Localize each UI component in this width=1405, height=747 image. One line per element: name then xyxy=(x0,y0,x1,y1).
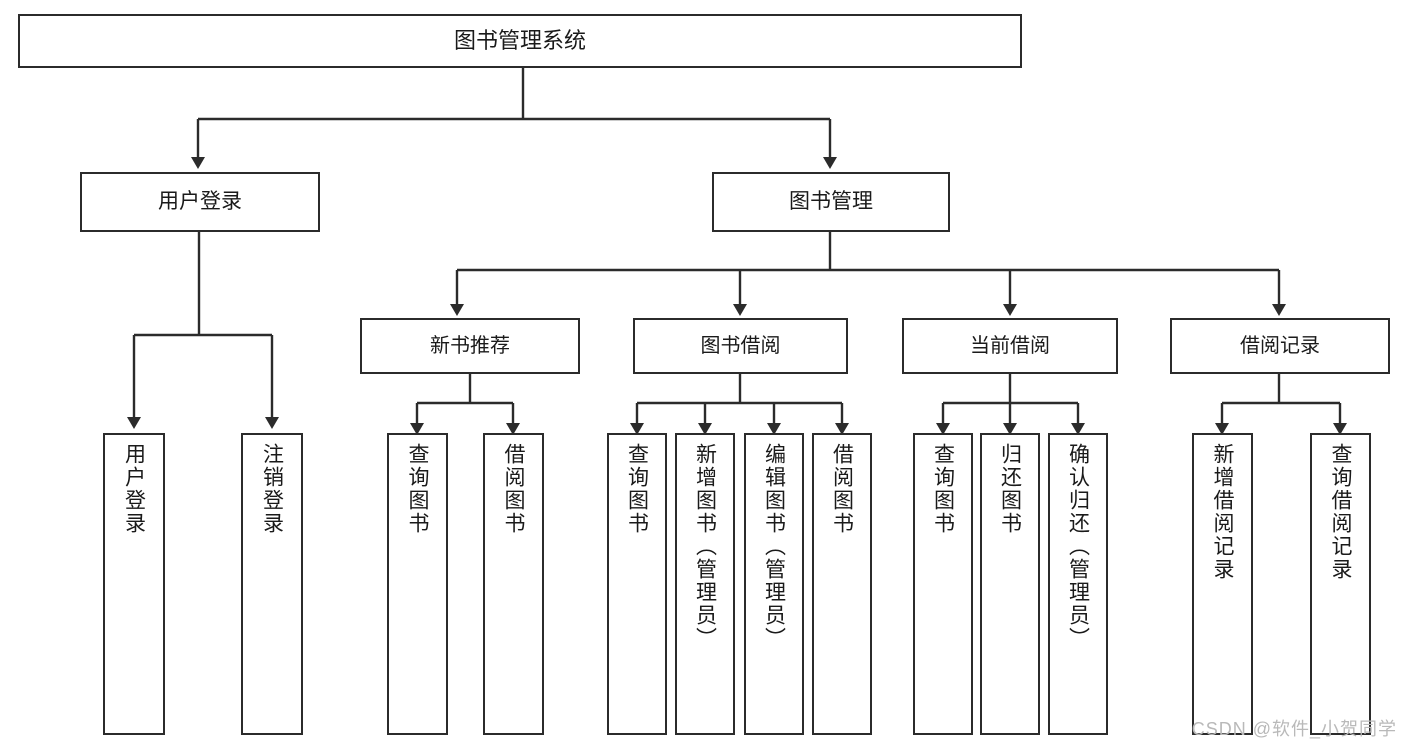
leaf-record-query[interactable]: 查询借阅记录 xyxy=(1310,433,1371,735)
leaf-user-login[interactable]: 用户登录 xyxy=(103,433,165,735)
node-user-login[interactable]: 用户登录 xyxy=(80,172,320,232)
leaf-borrow-query-book[interactable]: 查询图书 xyxy=(607,433,667,735)
leaf-borrow-add-book-label: 新增图书（管理员） xyxy=(693,443,717,650)
leaf-user-login-label: 用户登录 xyxy=(122,443,146,535)
node-current-borrow-label: 当前借阅 xyxy=(970,334,1050,357)
node-borrow-records-label: 借阅记录 xyxy=(1240,334,1320,357)
leaf-current-return-book[interactable]: 归还图书 xyxy=(980,433,1040,735)
leaf-current-confirm-return[interactable]: 确认归还（管理员） xyxy=(1048,433,1108,735)
node-root[interactable]: 图书管理系统 xyxy=(18,14,1022,68)
leaf-borrow-add-book[interactable]: 新增图书（管理员） xyxy=(675,433,735,735)
leaf-borrow-borrow-book-label: 借阅图书 xyxy=(830,443,854,535)
leaf-user-logout-label: 注销登录 xyxy=(260,443,284,535)
node-book-management-label: 图书管理 xyxy=(789,189,873,213)
leaf-record-add-label: 新增借阅记录 xyxy=(1211,443,1234,581)
leaf-record-add[interactable]: 新增借阅记录 xyxy=(1192,433,1253,735)
leaf-current-query-book[interactable]: 查询图书 xyxy=(913,433,973,735)
leaf-new-book-borrow-label: 借阅图书 xyxy=(502,443,525,535)
node-root-label: 图书管理系统 xyxy=(453,28,586,54)
leaf-borrow-edit-book-label: 编辑图书（管理员） xyxy=(762,443,786,650)
leaf-user-logout[interactable]: 注销登录 xyxy=(241,433,303,735)
node-new-book-recommend[interactable]: 新书推荐 xyxy=(360,318,580,374)
leaf-current-confirm-return-label: 确认归还（管理员） xyxy=(1066,443,1090,650)
node-current-borrow[interactable]: 当前借阅 xyxy=(902,318,1118,374)
leaf-borrow-borrow-book[interactable]: 借阅图书 xyxy=(812,433,872,735)
node-book-borrow-label: 图书借阅 xyxy=(700,334,781,357)
node-new-book-recommend-label: 新书推荐 xyxy=(430,334,510,357)
leaf-new-book-query-label: 查询图书 xyxy=(406,443,429,535)
node-book-borrow[interactable]: 图书借阅 xyxy=(633,318,848,374)
leaf-new-book-query[interactable]: 查询图书 xyxy=(387,433,448,735)
leaf-record-query-label: 查询借阅记录 xyxy=(1329,443,1352,581)
leaf-new-book-borrow[interactable]: 借阅图书 xyxy=(483,433,544,735)
leaf-borrow-query-book-label: 查询图书 xyxy=(625,443,649,535)
node-book-management[interactable]: 图书管理 xyxy=(712,172,950,232)
leaf-borrow-edit-book[interactable]: 编辑图书（管理员） xyxy=(744,433,804,735)
node-borrow-records[interactable]: 借阅记录 xyxy=(1170,318,1390,374)
node-user-login-label: 用户登录 xyxy=(158,189,242,213)
watermark: CSDN @软件_小贺同学 xyxy=(1191,719,1397,739)
leaf-current-return-book-label: 归还图书 xyxy=(998,443,1022,535)
leaf-current-query-book-label: 查询图书 xyxy=(931,443,955,535)
